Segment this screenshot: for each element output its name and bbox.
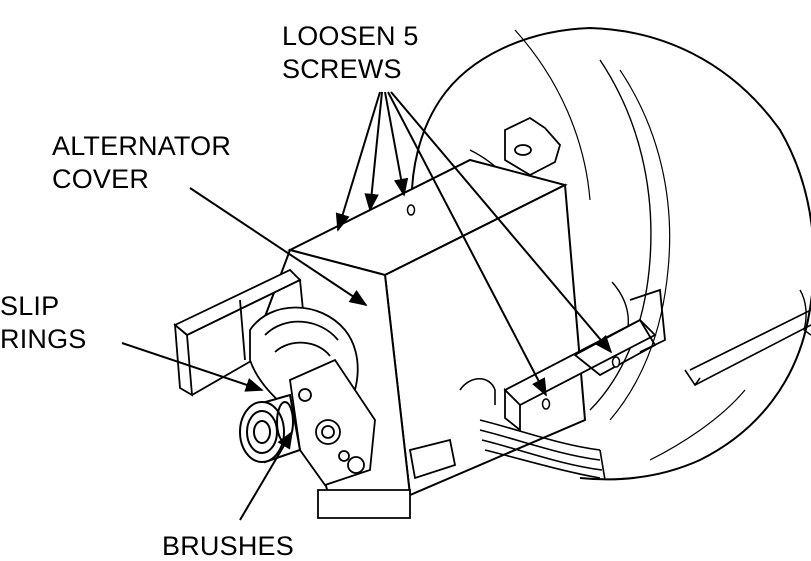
callout-arrows bbox=[121, 91, 613, 521]
arrow-alternator-cover bbox=[189, 187, 368, 306]
label-slip-line2: RINGS bbox=[0, 324, 87, 354]
label-loosen-line1: LOOSEN 5 bbox=[282, 21, 419, 51]
screw-hole-top bbox=[406, 204, 416, 216]
label-slip-line1: SLIP bbox=[0, 291, 59, 321]
labels: LOOSEN 5 SCREWS ALTERNATOR COVER SLIP RI… bbox=[0, 21, 419, 561]
top-bracket bbox=[504, 116, 562, 177]
arrow-screw-3 bbox=[384, 91, 409, 197]
brush-holder bbox=[289, 358, 376, 487]
arrow-screw-1 bbox=[335, 91, 381, 232]
arrow-screw-5 bbox=[390, 91, 613, 354]
arrow-slip-rings bbox=[121, 342, 264, 392]
label-cover-line2: COVER bbox=[52, 164, 149, 194]
bottom-feet bbox=[317, 438, 457, 519]
arrow-brushes bbox=[239, 430, 293, 521]
screw-hole-side-1 bbox=[541, 398, 551, 410]
arrow-screw-2 bbox=[364, 91, 383, 212]
slip-rings-part bbox=[239, 393, 302, 464]
right-cable bbox=[684, 309, 811, 387]
screw-hole-side-2 bbox=[611, 356, 621, 368]
wire-harness bbox=[459, 377, 606, 481]
arrow-screw-4 bbox=[387, 91, 547, 397]
left-bracket bbox=[173, 268, 306, 397]
label-loosen-line2: SCREWS bbox=[282, 54, 402, 84]
label-cover-line1: ALTERNATOR bbox=[52, 131, 231, 161]
label-brushes: BRUSHES bbox=[162, 531, 294, 561]
screw-holes bbox=[406, 204, 621, 410]
